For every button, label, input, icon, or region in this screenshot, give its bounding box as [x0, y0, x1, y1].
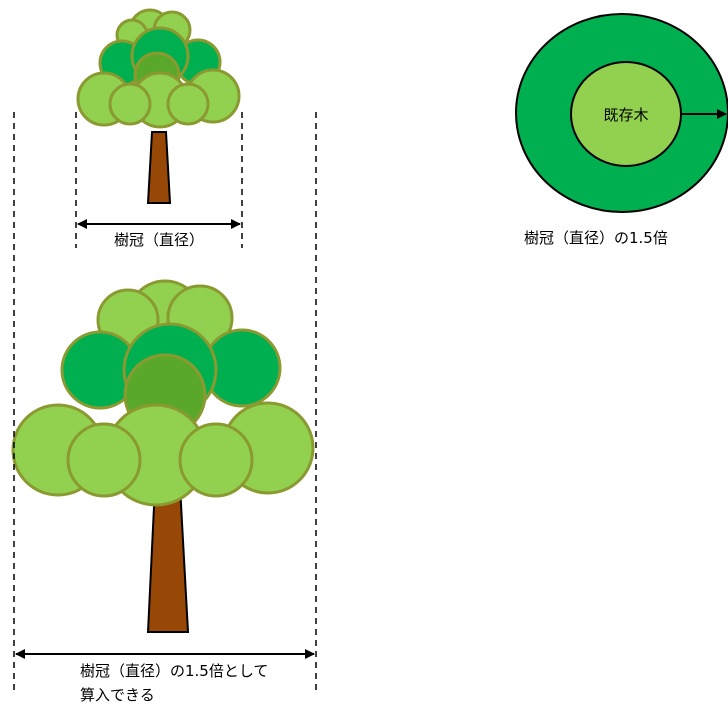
small-crown-width-label: 樹冠（直径）: [114, 231, 204, 249]
large-crown-width-label-line1: 樹冠（直径）の1.5倍として: [80, 662, 268, 680]
large-tree-trunk: [146, 485, 190, 633]
guide-lines: [13, 112, 317, 690]
large-tree-icon: [11, 279, 315, 633]
small-tree-crown: [76, 8, 241, 129]
crown-circle-diagram: 既存木: [515, 13, 728, 213]
large-crown-width-label-line2: 算入できる: [80, 686, 155, 704]
small-tree-icon: [76, 8, 241, 204]
small-tree-trunk: [146, 131, 172, 204]
large-tree-crown: [11, 279, 315, 507]
existing-tree-label: 既存木: [603, 106, 648, 124]
circle-caption: 樹冠（直径）の1.5倍: [524, 229, 668, 247]
